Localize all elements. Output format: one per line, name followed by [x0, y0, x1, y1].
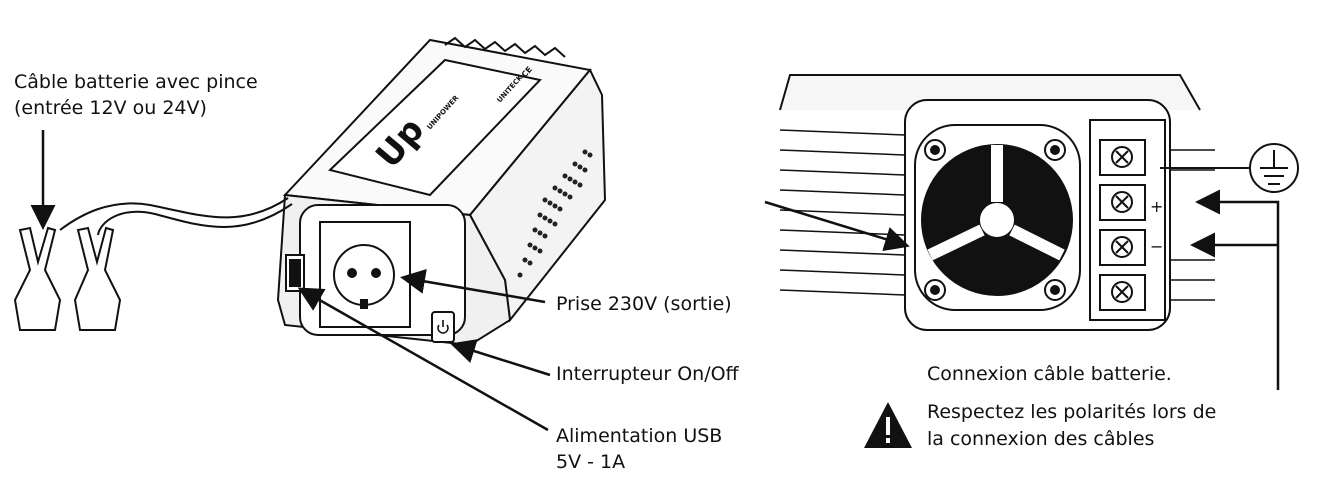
terminal-minus-sign: − [1150, 237, 1163, 256]
terminal-plus-sign: + [1150, 197, 1163, 216]
arrow-usb [297, 287, 549, 432]
callout-arrows [30, 130, 1280, 432]
arrow-battery-plus [1195, 189, 1280, 390]
inverter-rear [779, 74, 1215, 331]
power-icon [437, 320, 449, 334]
inverter-left [276, 36, 607, 347]
ground-symbol-icon [1249, 143, 1299, 193]
label-usb-line1: Alimentation USB [556, 425, 723, 447]
terminal-screws [1111, 146, 1133, 303]
battery-cables [59, 197, 293, 236]
label-outlet: Prise 230V (sortie) [556, 293, 732, 315]
arrow-outlet [400, 269, 546, 304]
battery-clamps [13, 226, 122, 331]
arrow-fan [764, 200, 910, 252]
label-usb-line2: 5V - 1A [556, 451, 626, 473]
arrow-switch [450, 339, 551, 377]
label-battery-cable-line1: Câble batterie avec pince [14, 71, 258, 93]
warning-triangle-icon [864, 402, 912, 448]
label-switch: Interrupteur On/Off [556, 363, 739, 385]
label-warning-line2: la connexion des câbles [927, 428, 1155, 450]
label-warning-line1: Respectez les polarités lors de [927, 401, 1217, 423]
label-battery-connection: Connexion câble batterie. [927, 363, 1172, 385]
label-battery-cable-line2: (entrée 12V ou 24V) [14, 97, 207, 119]
